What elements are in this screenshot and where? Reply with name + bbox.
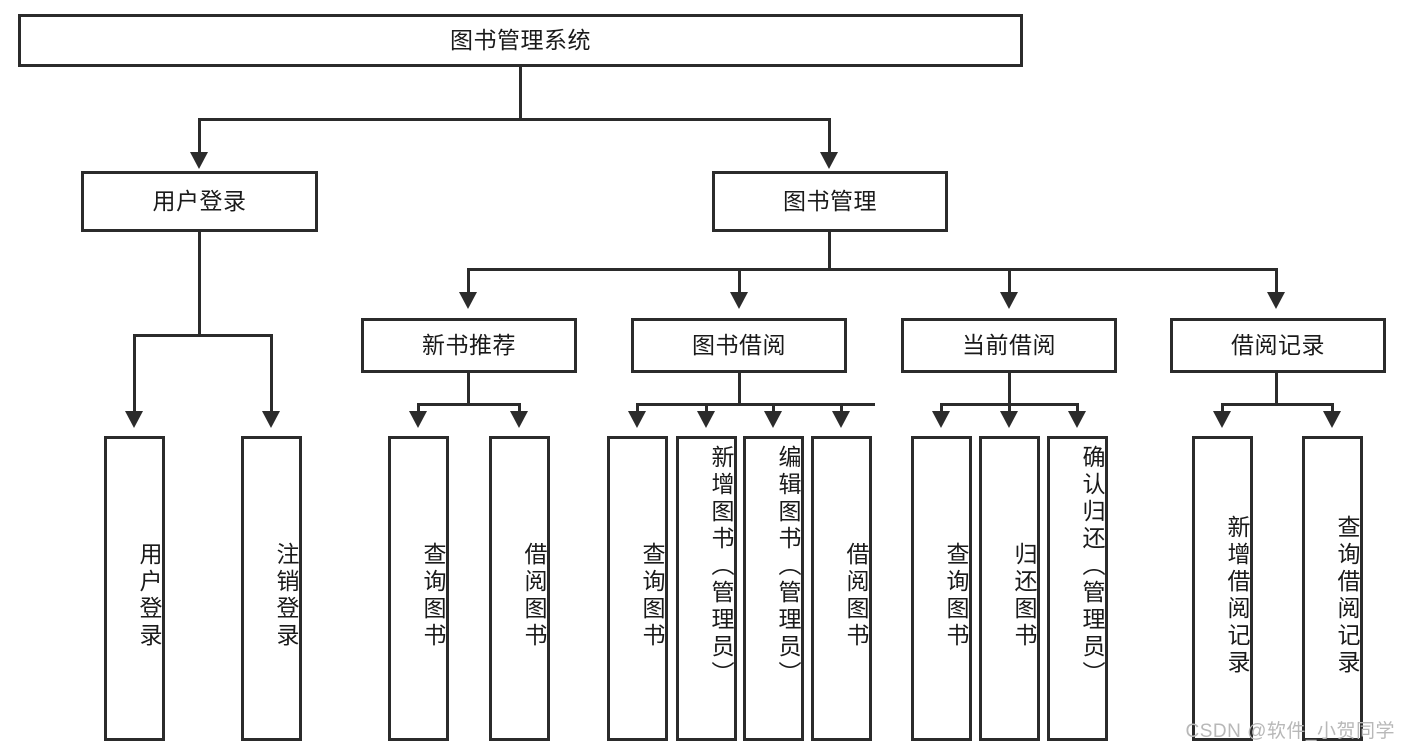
arrowhead-leaf-current-borrow-2 (1000, 411, 1018, 428)
node-label: 新书推荐 (422, 331, 516, 358)
arrowhead-leaf-new-book-1 (409, 411, 427, 428)
connector-bus-new-book-leaves (417, 403, 521, 406)
connector-drop-current-borrow-bus (1008, 373, 1011, 405)
arrowhead-book-borrow (730, 292, 748, 309)
connector-drop-leaf-book-borrow-4 (840, 403, 843, 413)
connector-bus-user-login-leaves (133, 334, 273, 337)
connector-drop-book-management (828, 118, 831, 153)
node-label: 借阅图书 (521, 541, 547, 650)
leaf-query-borrow-record[interactable]: 查询借阅记录 (1302, 436, 1363, 741)
connector-drop-leaf-current-borrow-1 (940, 403, 943, 413)
connector-bus-level3 (467, 268, 1278, 271)
node-label: 新增借阅记录 (1224, 514, 1250, 677)
connector-drop-leaf-new-book-2 (518, 403, 521, 413)
connector-drop-borrow-record-bus (1275, 373, 1278, 405)
leaf-query-book-recommend[interactable]: 查询图书 (388, 436, 449, 741)
node-label: 查询图书 (420, 541, 446, 650)
connector-drop-leaf-new-book-1 (417, 403, 420, 413)
arrowhead-leaf-new-book-2 (510, 411, 528, 428)
connector-drop-leaf-current-borrow-3 (1076, 403, 1079, 413)
arrowhead-leaf-user-login-1 (125, 411, 143, 428)
arrowhead-leaf-book-borrow-4 (832, 411, 850, 428)
connector-drop-book-management-bus (828, 232, 831, 270)
connector-drop-new-book (467, 268, 470, 293)
leaf-confirm-return-admin[interactable]: 确认归还（管理员） (1047, 436, 1108, 741)
connector-drop-leaf-borrow-record-1 (1221, 403, 1224, 413)
node-borrow-record[interactable]: 借阅记录 (1170, 318, 1386, 373)
arrowhead-leaf-current-borrow-3 (1068, 411, 1086, 428)
node-label: 查询图书 (943, 541, 969, 650)
node-label: 图书管理系统 (450, 26, 591, 53)
connector-drop-user-login-bus (198, 232, 201, 336)
leaf-edit-book-admin[interactable]: 编辑图书（管理员） (743, 436, 804, 741)
connector-bus-level1 (198, 118, 831, 121)
connector-drop-user-login (198, 118, 201, 153)
leaf-user-login[interactable]: 用户登录 (104, 436, 165, 741)
connector-bus-book-borrow-leaves (636, 403, 875, 406)
leaf-logout[interactable]: 注销登录 (241, 436, 302, 741)
node-label: 确认归还（管理员） (1079, 445, 1105, 688)
arrowhead-leaf-current-borrow-1 (932, 411, 950, 428)
connector-drop-new-book-bus (467, 373, 470, 405)
node-book-management[interactable]: 图书管理 (712, 171, 948, 232)
node-label: 用户登录 (152, 187, 247, 214)
leaf-borrow-book-recommend[interactable]: 借阅图书 (489, 436, 550, 741)
arrowhead-leaf-book-borrow-3 (764, 411, 782, 428)
connector-drop-leaf-user-login-2 (270, 334, 273, 412)
leaf-add-book-admin[interactable]: 新增图书（管理员） (676, 436, 737, 741)
connector-drop-leaf-book-borrow-3 (772, 403, 775, 413)
connector-drop-leaf-user-login-1 (133, 334, 136, 412)
arrowhead-leaf-book-borrow-1 (628, 411, 646, 428)
arrowhead-book-management (820, 152, 838, 169)
node-user-login[interactable]: 用户登录 (81, 171, 318, 232)
connector-drop-leaf-current-borrow-2 (1008, 403, 1011, 413)
arrowhead-leaf-borrow-record-2 (1323, 411, 1341, 428)
node-label: 查询图书 (639, 541, 665, 650)
node-label: 归还图书 (1011, 541, 1037, 650)
node-label: 注销登录 (273, 541, 299, 650)
node-new-book-recommend[interactable]: 新书推荐 (361, 318, 577, 373)
arrowhead-leaf-borrow-record-1 (1213, 411, 1231, 428)
node-book-borrow[interactable]: 图书借阅 (631, 318, 847, 373)
leaf-query-book-current[interactable]: 查询图书 (911, 436, 972, 741)
arrowhead-current-borrow (1000, 292, 1018, 309)
connector-drop-leaf-borrow-record-2 (1331, 403, 1334, 413)
leaf-add-borrow-record[interactable]: 新增借阅记录 (1192, 436, 1253, 741)
leaf-query-book-borrow[interactable]: 查询图书 (607, 436, 668, 741)
node-label: 图书借阅 (692, 331, 786, 358)
node-label: 借阅记录 (1231, 331, 1325, 358)
arrowhead-user-login (190, 152, 208, 169)
connector-drop-book-borrow (738, 268, 741, 293)
node-root-book-management-system[interactable]: 图书管理系统 (18, 14, 1023, 67)
node-label: 图书管理 (783, 187, 877, 214)
connector-drop-leaf-book-borrow-2 (705, 403, 708, 413)
csdn-watermark: CSDN @软件_小贺同学 (1185, 721, 1395, 742)
node-label: 查询借阅记录 (1334, 514, 1360, 677)
node-current-borrow[interactable]: 当前借阅 (901, 318, 1117, 373)
leaf-return-book[interactable]: 归还图书 (979, 436, 1040, 741)
node-label: 用户登录 (136, 541, 162, 650)
leaf-borrow-book-borrow[interactable]: 借阅图书 (811, 436, 872, 741)
connector-drop-borrow-record (1275, 268, 1278, 293)
connector-drop-leaf-book-borrow-1 (636, 403, 639, 413)
node-label: 借阅图书 (843, 541, 869, 650)
connector-root-trunk (519, 67, 522, 118)
node-label: 新增图书（管理员） (708, 445, 734, 688)
arrowhead-leaf-book-borrow-2 (697, 411, 715, 428)
node-label: 编辑图书（管理员） (775, 445, 801, 688)
arrowhead-leaf-user-login-2 (262, 411, 280, 428)
arrowhead-borrow-record (1267, 292, 1285, 309)
node-label: 当前借阅 (962, 331, 1056, 358)
connector-drop-current-borrow (1008, 268, 1011, 293)
connector-bus-borrow-record-leaves (1221, 403, 1334, 406)
connector-drop-book-borrow-bus (738, 373, 741, 405)
arrowhead-new-book (459, 292, 477, 309)
